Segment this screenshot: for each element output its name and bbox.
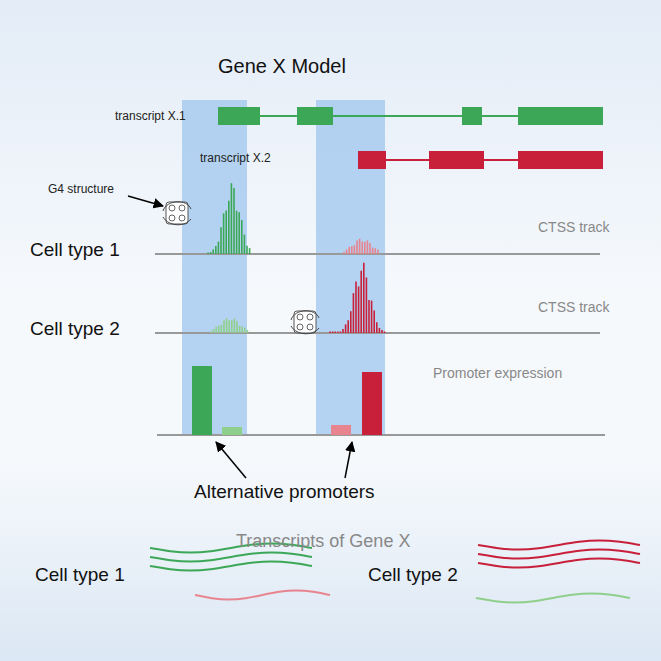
cell-type-label: Cell type 2 bbox=[30, 319, 120, 338]
transcript-wave bbox=[195, 590, 330, 599]
promoter-band bbox=[316, 100, 385, 435]
transcript-wave bbox=[478, 558, 640, 567]
transcript-label: transcript X.1 bbox=[115, 110, 186, 122]
structure-label: G4 structure bbox=[48, 183, 114, 195]
transcript-model bbox=[218, 107, 603, 125]
track-label: Promoter expression bbox=[433, 366, 562, 380]
expression-bar bbox=[222, 427, 242, 435]
cell-type-label: Cell type 2 bbox=[368, 565, 458, 584]
g4-icon bbox=[291, 311, 319, 334]
g4-icon bbox=[163, 202, 191, 225]
transcript-wave bbox=[150, 561, 312, 570]
ctss-histogram bbox=[208, 183, 250, 254]
transcript-wave bbox=[478, 540, 640, 549]
figure-title: Gene X Model bbox=[218, 56, 346, 76]
leader-arrow bbox=[216, 442, 246, 478]
expression-bar bbox=[362, 372, 382, 435]
ctss-histogram bbox=[330, 263, 385, 333]
expression-bar bbox=[331, 425, 351, 435]
transcript-wave bbox=[478, 549, 640, 558]
transcript-wave bbox=[150, 552, 312, 561]
cell-type-label: Cell type 1 bbox=[30, 240, 120, 259]
transcript-label: transcript X.2 bbox=[200, 152, 271, 164]
promoter-label: Alternative promoters bbox=[194, 482, 375, 501]
leader-arrow bbox=[128, 196, 163, 206]
ctss-histogram bbox=[211, 318, 247, 333]
transcript-wave bbox=[476, 593, 630, 602]
section-label: Transcripts of Gene X bbox=[236, 532, 410, 550]
leader-arrow bbox=[345, 442, 352, 478]
promoter-band bbox=[182, 100, 247, 435]
cell-type-label: Cell type 1 bbox=[35, 565, 125, 584]
ctss-histogram bbox=[344, 239, 378, 254]
expression-bar bbox=[192, 366, 212, 435]
track-label: CTSS track bbox=[538, 300, 610, 314]
transcript-model bbox=[358, 151, 603, 169]
track-label: CTSS track bbox=[538, 220, 610, 234]
